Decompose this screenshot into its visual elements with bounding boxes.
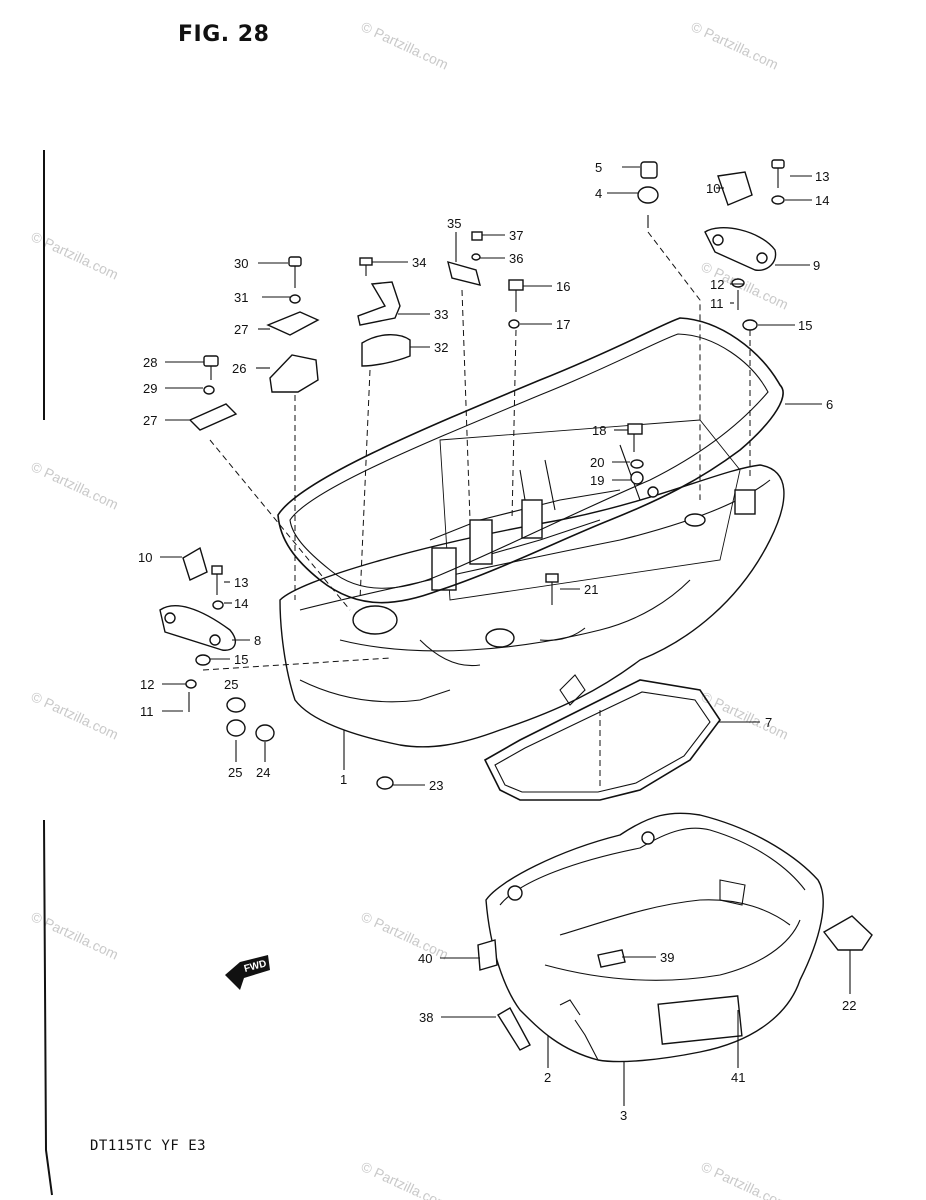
callout-9: 9	[813, 258, 820, 273]
callout-18: 18	[592, 423, 606, 438]
upper-cover	[279, 419, 785, 748]
fwd-arrow: FWD	[225, 955, 270, 990]
callout-35: 35	[447, 216, 461, 231]
callout-15: 15	[798, 318, 812, 333]
callout-25: 25	[228, 765, 242, 780]
callout-17: 17	[556, 317, 570, 332]
watermark: © Partzilla.com	[699, 1158, 791, 1200]
callout-24: 24	[256, 765, 270, 780]
watermark: © Partzilla.com	[699, 688, 791, 742]
callout-10: 10	[138, 550, 152, 565]
callout-7: 7	[765, 715, 772, 730]
callout-38: 38	[419, 1010, 433, 1025]
callout-11: 11	[710, 296, 724, 311]
callout-15: 15	[234, 652, 248, 667]
callout-2: 2	[544, 1070, 551, 1085]
callout-16: 16	[556, 279, 570, 294]
callout-36: 36	[509, 251, 523, 266]
callout-13: 13	[234, 575, 248, 590]
watermark: © Partzilla.com	[359, 18, 451, 72]
bottom-gasket	[483, 679, 721, 801]
callout-19: 19	[590, 473, 604, 488]
watermark: © Partzilla.com	[29, 228, 121, 282]
callout-21: 21	[584, 582, 598, 597]
callout-32: 32	[434, 340, 448, 355]
assembly-lines	[202, 231, 751, 790]
callout-12: 12	[710, 277, 724, 292]
watermark: © Partzilla.com	[29, 688, 121, 742]
callout-23: 23	[429, 778, 443, 793]
watermark: © Partzilla.com	[29, 458, 121, 512]
scan-edge-line	[43, 150, 53, 1196]
callout-4: 4	[595, 186, 602, 201]
callout-28: 28	[143, 355, 157, 370]
callout-22: 22	[842, 998, 856, 1013]
callout-10: 10	[706, 181, 720, 196]
callout-13: 13	[815, 169, 829, 184]
callout-40: 40	[418, 951, 432, 966]
figure-title: FIG. 28	[178, 22, 270, 47]
callout-31: 31	[234, 290, 248, 305]
callout-1: 1	[340, 772, 347, 787]
callout-26: 26	[232, 361, 246, 376]
model-code: DT115TC YF E3	[90, 1138, 207, 1154]
callout-8: 8	[254, 633, 261, 648]
callout-33: 33	[434, 307, 448, 322]
callout-37: 37	[509, 228, 523, 243]
callout-20: 20	[590, 455, 604, 470]
small-parts	[159, 159, 873, 1051]
leader-lines	[160, 166, 851, 1106]
callout-27: 27	[143, 413, 157, 428]
callout-5: 5	[595, 160, 602, 175]
watermark: © Partzilla.com	[359, 1158, 451, 1200]
lower-cover	[477, 812, 824, 1063]
callout-3: 3	[620, 1108, 627, 1123]
watermark: © Partzilla.com	[29, 908, 121, 962]
callout-27: 27	[234, 322, 248, 337]
callout-14: 14	[234, 596, 248, 611]
callout-39: 39	[660, 950, 674, 965]
callout-29: 29	[143, 381, 157, 396]
callout-6: 6	[826, 397, 833, 412]
callout-34: 34	[412, 255, 426, 270]
callout-30: 30	[234, 256, 248, 271]
callout-25: 25	[224, 677, 238, 692]
callout-41: 41	[731, 1070, 745, 1085]
callout-11: 11	[140, 704, 154, 719]
callout-14: 14	[815, 193, 829, 208]
callout-12: 12	[140, 677, 154, 692]
watermark: © Partzilla.com	[689, 18, 781, 72]
callout-labels: 5 4 10 13 14 9 35 37 36 30 34 16 17 12 1…	[138, 160, 856, 1123]
watermark: © Partzilla.com	[359, 908, 451, 962]
